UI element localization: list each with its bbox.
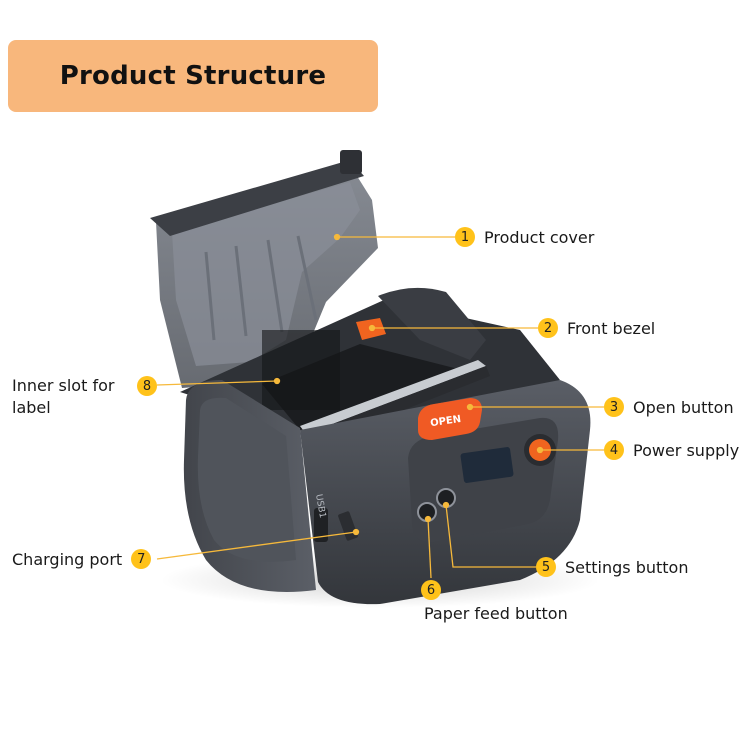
product-cover — [150, 150, 378, 388]
callout-charging-port: Charging port 7 — [12, 549, 152, 569]
callout-number-badge: 4 — [604, 440, 624, 460]
leader-dot-6 — [424, 515, 432, 523]
leader-dot-4 — [536, 446, 544, 454]
open-button-text: OPEN — [430, 414, 462, 429]
callout-paper-feed-label: Paper feed button — [424, 604, 568, 623]
leader-dot-2 — [368, 324, 376, 332]
callout-settings-button: 5 Settings button — [536, 557, 688, 577]
printer-body — [180, 287, 591, 605]
callout-inner-slot-label: Inner slot for label — [12, 376, 115, 417]
callout-open-button: 3 Open button — [604, 397, 734, 417]
callout-label: Power supply — [633, 440, 740, 460]
leader-line-8 — [156, 380, 278, 386]
leader-line-7 — [156, 531, 357, 560]
callout-number-badge: 1 — [455, 227, 475, 247]
leader-dot-8 — [273, 377, 281, 385]
callout-number-badge: 3 — [604, 397, 624, 417]
callout-power-supply: 4 Power supply — [604, 440, 739, 460]
callout-label: Front bezel — [567, 318, 656, 338]
leader-line-6 — [427, 518, 432, 579]
callout-product-cover: 1 Product cover — [455, 227, 594, 247]
leader-line-5 — [445, 504, 536, 568]
callout-front-bezel: 2 Front bezel — [538, 318, 655, 338]
title-banner: Product Structure — [8, 40, 378, 112]
callout-label: Charging port — [12, 549, 123, 569]
leader-dot-3 — [466, 403, 474, 411]
callout-number-badge: 8 — [137, 376, 157, 396]
callout-label: Product cover — [484, 227, 595, 247]
leader-lines — [156, 233, 604, 579]
leader-dot-5 — [442, 501, 450, 509]
callout-label: Settings button — [565, 557, 689, 577]
usb-port-label: USB1 — [313, 493, 327, 519]
leader-dot-1 — [333, 233, 341, 241]
page-title: Product Structure — [59, 61, 327, 91]
callout-number-badge: 7 — [131, 549, 152, 569]
callout-number-badge: 5 — [536, 557, 556, 577]
callout-number-badge: 2 — [538, 318, 558, 338]
callout-number-badge: 6 — [421, 580, 441, 600]
leader-dot-7 — [352, 528, 360, 536]
callout-label: Open button — [633, 397, 734, 417]
